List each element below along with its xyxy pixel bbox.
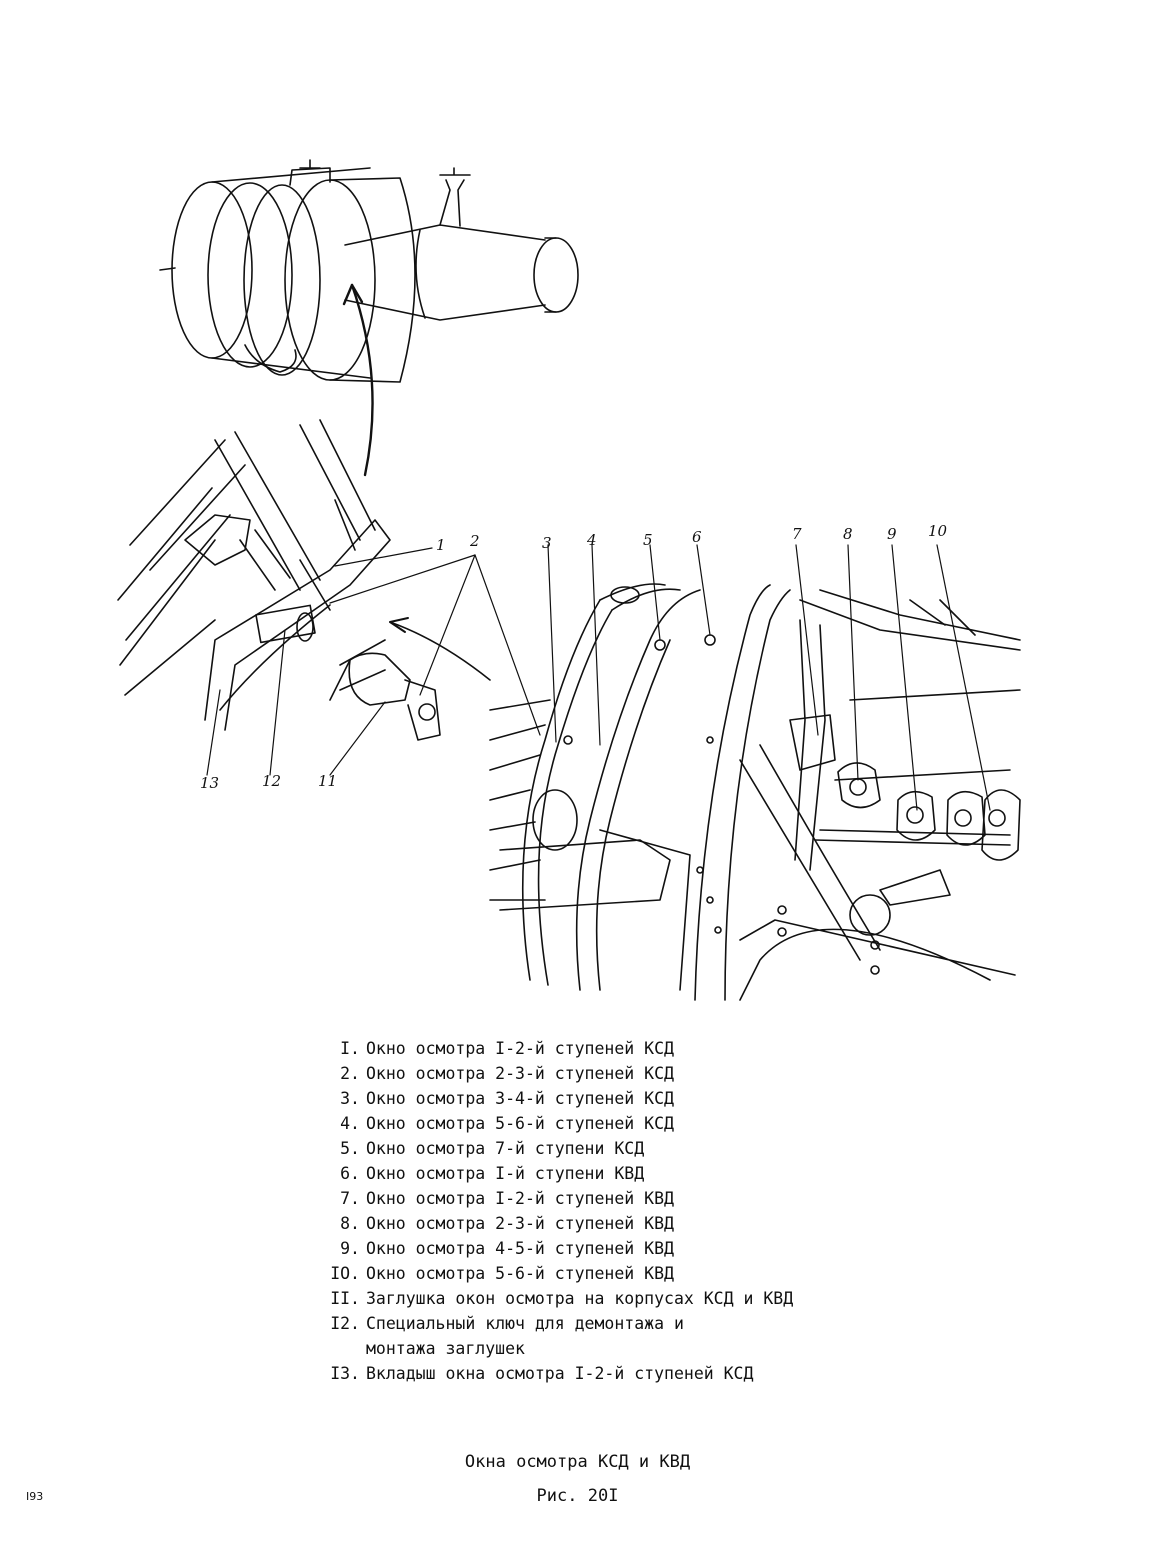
callout-5: 5 [643, 531, 653, 549]
leader-lines [206, 544, 991, 811]
legend-text: Окно осмотра 3-4-й ступеней КСД [366, 1089, 674, 1108]
callout-3: 3 [542, 534, 552, 552]
locator-arrow [350, 283, 374, 477]
legend-text: Окно осмотра I-2-й ступеней КСД [366, 1039, 674, 1058]
engine-inspection-diagram: 1 2 3 4 5 6 7 8 9 10 11 12 13 [117, 159, 1021, 1001]
figure-caption: Окна осмотра КСД и КВД [464, 1452, 691, 1472]
legend-number: I2. [330, 1314, 360, 1333]
legend-item: II. Заглушка окон осмотра на корпусах КСД… [300, 1286, 860, 1311]
legend-text: Окно осмотра I-2-й ступеней КВД [366, 1189, 674, 1208]
callout-13: 13 [200, 774, 219, 792]
callout-11: 11 [318, 772, 337, 790]
legend-item: 4. Окно осмотра 5-6-й ступеней КСД [300, 1111, 860, 1136]
legend-item: 2. Окно осмотра 2-3-й ступеней КСД [300, 1061, 860, 1086]
legend-text: Окно осмотра 5-6-й ступеней КВД [366, 1264, 674, 1283]
legend-text: Окно осмотра 2-3-й ступеней КСД [366, 1064, 674, 1083]
callout-2: 2 [469, 532, 480, 550]
legend-item: I2. Специальный ключ для демонтажа и монт… [300, 1311, 860, 1361]
casing-sector-drawing [117, 419, 491, 741]
legend-number: I3. [330, 1364, 360, 1383]
legend-number: 8. [340, 1214, 360, 1233]
callout-1: 1 [436, 536, 446, 554]
legend-item: 5. Окно осмотра 7-й ступени КСД [300, 1136, 860, 1161]
legend-number: 3. [340, 1089, 360, 1108]
callout-6: 6 [692, 528, 702, 546]
legend-number: 5. [340, 1139, 360, 1158]
legend-text: Окно осмотра I-й ступени КВД [366, 1164, 645, 1183]
callout-12: 12 [262, 772, 281, 790]
page-number: I93 [26, 1490, 44, 1503]
legend-item: 8. Окно осмотра 2-3-й ступеней КВД [300, 1211, 860, 1236]
figure-number: Рис. 20I [536, 1486, 619, 1506]
legend-number: 6. [340, 1164, 360, 1183]
legend-number: 9. [340, 1239, 360, 1258]
legend-text: Окно осмотра 4-5-й ступеней КВД [366, 1239, 674, 1258]
callout-4: 4 [586, 531, 597, 549]
legend-number: 2. [340, 1064, 360, 1083]
legend-text: Окно осмотра 5-6-й ступеней КСД [366, 1114, 674, 1133]
legend-text: Специальный ключ для демонтажа и монтажа… [366, 1314, 684, 1358]
engine-overview-drawing [159, 159, 579, 383]
legend-item: 7. Окно осмотра I-2-й ступеней КВД [300, 1186, 860, 1211]
legend-text: Окно осмотра 2-3-й ступеней КВД [366, 1214, 674, 1233]
callout-labels: 1 2 3 4 5 6 7 8 9 10 11 12 13 [200, 522, 948, 792]
legend-item: 6. Окно осмотра I-й ступени КВД [300, 1161, 860, 1186]
casing-holes [563, 634, 880, 975]
legend-text: Окно осмотра 7-й ступени КСД [366, 1139, 645, 1158]
callout-9: 9 [887, 525, 897, 543]
legend-item: I3. Вкладыш окна осмотра I-2-й ступеней К… [300, 1361, 860, 1386]
legend-number: IO. [330, 1264, 360, 1283]
legend-number: I. [340, 1039, 360, 1058]
legend-number: II. [330, 1289, 360, 1308]
legend-item: IO. Окно осмотра 5-6-й ступеней КВД [300, 1261, 860, 1286]
legend-number: 4. [340, 1114, 360, 1133]
callout-10: 10 [928, 522, 948, 540]
legend-item: 3. Окно осмотра 3-4-й ступеней КСД [300, 1086, 860, 1111]
callout-7: 7 [792, 525, 802, 543]
legend-text: Заглушка окон осмотра на корпусах КСД и … [366, 1289, 794, 1308]
legend-number: 7. [340, 1189, 360, 1208]
legend-list: I. Окно осмотра I-2-й ступеней КСД 2. Окно… [300, 1036, 860, 1386]
compressor-casing-drawing [489, 583, 1021, 1001]
legend-item: I. Окно осмотра I-2-й ступеней КСД [300, 1036, 860, 1061]
legend-item: 9. Окно осмотра 4-5-й ступеней КВД [300, 1236, 860, 1261]
legend-text: Вкладыш окна осмотра I-2-й ступеней КСД [366, 1364, 754, 1383]
callout-8: 8 [843, 525, 853, 543]
